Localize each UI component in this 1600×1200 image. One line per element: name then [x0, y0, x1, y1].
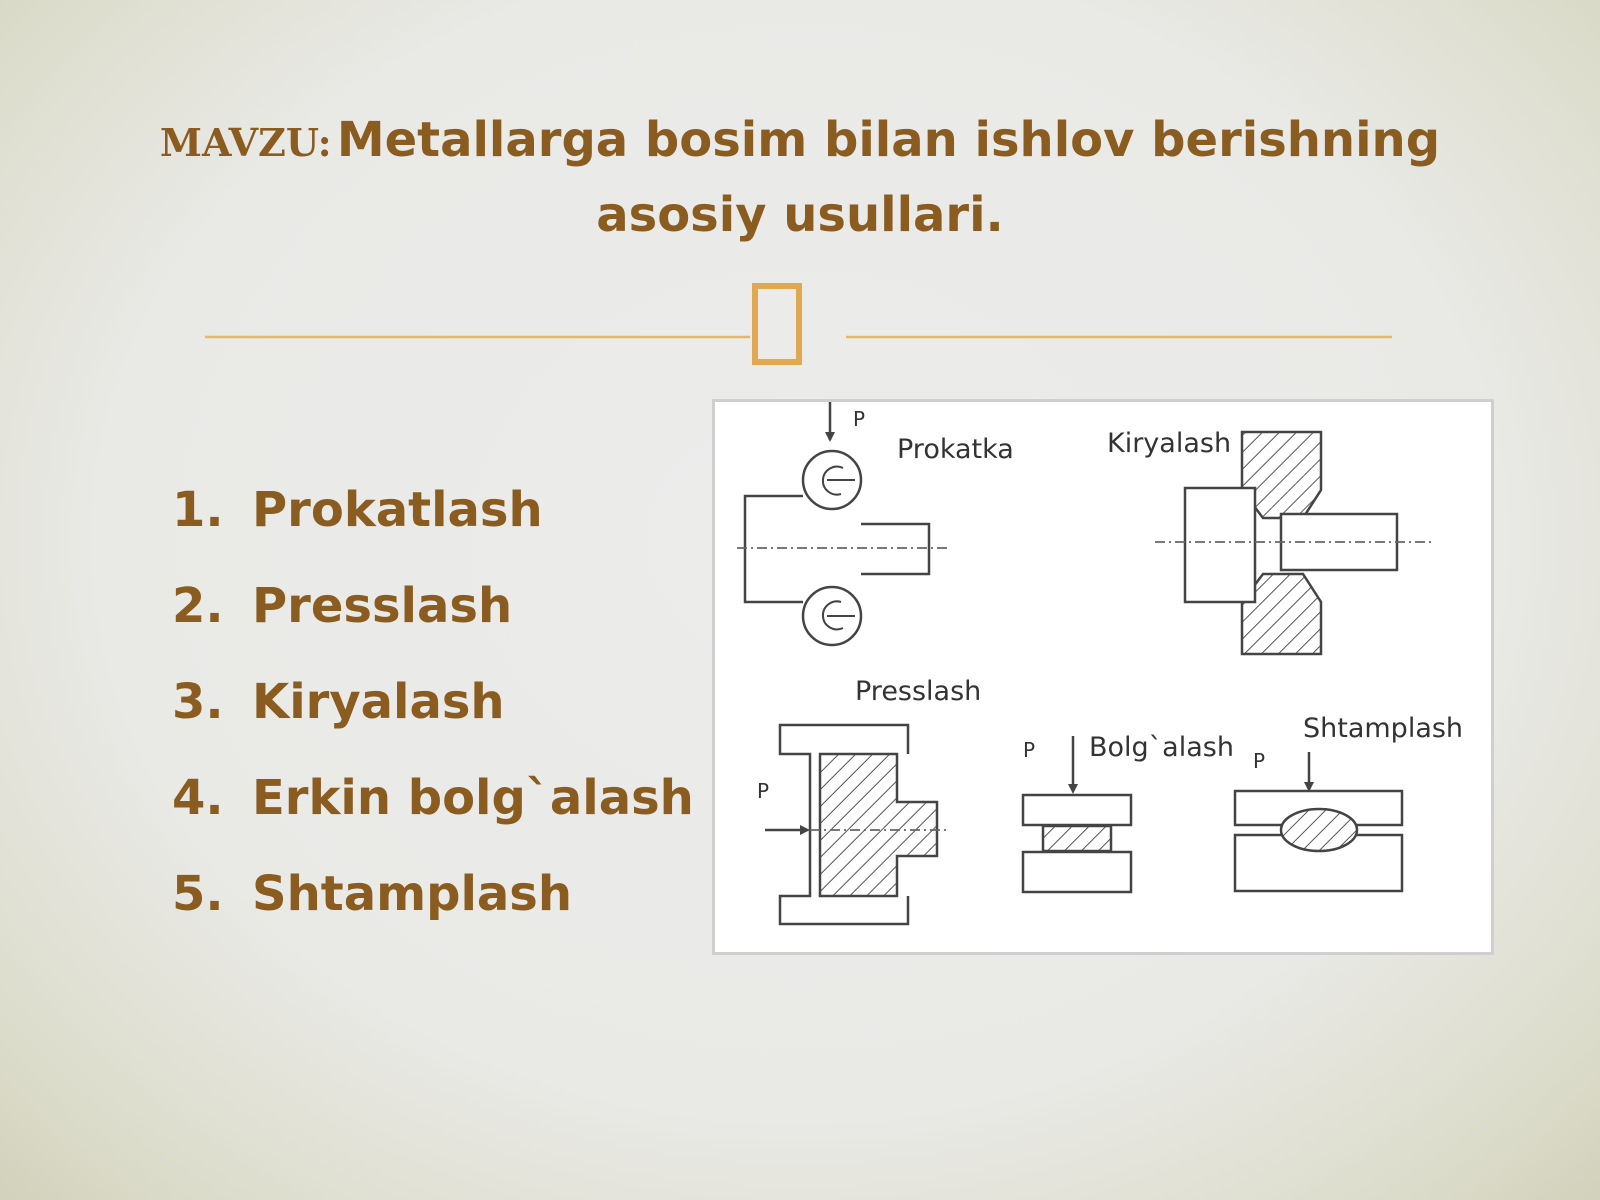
- force-label: P: [853, 407, 865, 431]
- metal-forming-diagram: P Prokatka Kiryalash Presslash P: [712, 399, 1494, 955]
- force-label: P: [1253, 749, 1265, 773]
- shtamplash-diagram: P Shtamplash: [1233, 713, 1463, 893]
- force-label: P: [757, 779, 769, 803]
- title-line-1: MAVZU: Metallarga bosim bilan ishlov ber…: [80, 108, 1520, 183]
- divider-ornament-icon: [752, 283, 802, 365]
- diagram-svg: P Prokatka Kiryalash Presslash P: [737, 402, 1463, 926]
- method-item: 1.Prokatlash: [172, 482, 543, 538]
- methods-list: 1.Prokatlash 2.Presslash 3.Kiryalash 4.E…: [172, 462, 694, 942]
- method-item: 2.Presslash: [172, 578, 513, 634]
- title-prefix: MAVZU:: [159, 120, 332, 165]
- method-item: 3.Kiryalash: [172, 674, 505, 730]
- slide-title: MAVZU: Metallarga bosim bilan ishlov ber…: [80, 108, 1520, 247]
- prokatka-diagram: P Prokatka: [737, 402, 1014, 647]
- shtamplash-label: Shtamplash: [1303, 713, 1463, 744]
- prokatka-label: Prokatka: [897, 434, 1014, 465]
- bolgalash-diagram: P Bolg`alash: [1021, 732, 1234, 894]
- kiryalash-label: Kiryalash: [1107, 428, 1231, 459]
- method-item: 5.Shtamplash: [172, 866, 573, 922]
- title-text-line1: Metallarga bosim bilan ishlov berishning: [336, 112, 1441, 168]
- presslash-diagram: Presslash P: [757, 676, 981, 926]
- kiryalash-diagram: Kiryalash: [1107, 428, 1435, 656]
- presslash-label: Presslash: [855, 676, 981, 707]
- title-text-line2: asosiy usullari.: [596, 187, 1004, 243]
- force-label: P: [1023, 738, 1035, 762]
- title-divider: [205, 283, 1392, 365]
- method-item: 4.Erkin bolg`alash: [172, 770, 694, 826]
- bolgalash-label: Bolg`alash: [1089, 732, 1234, 763]
